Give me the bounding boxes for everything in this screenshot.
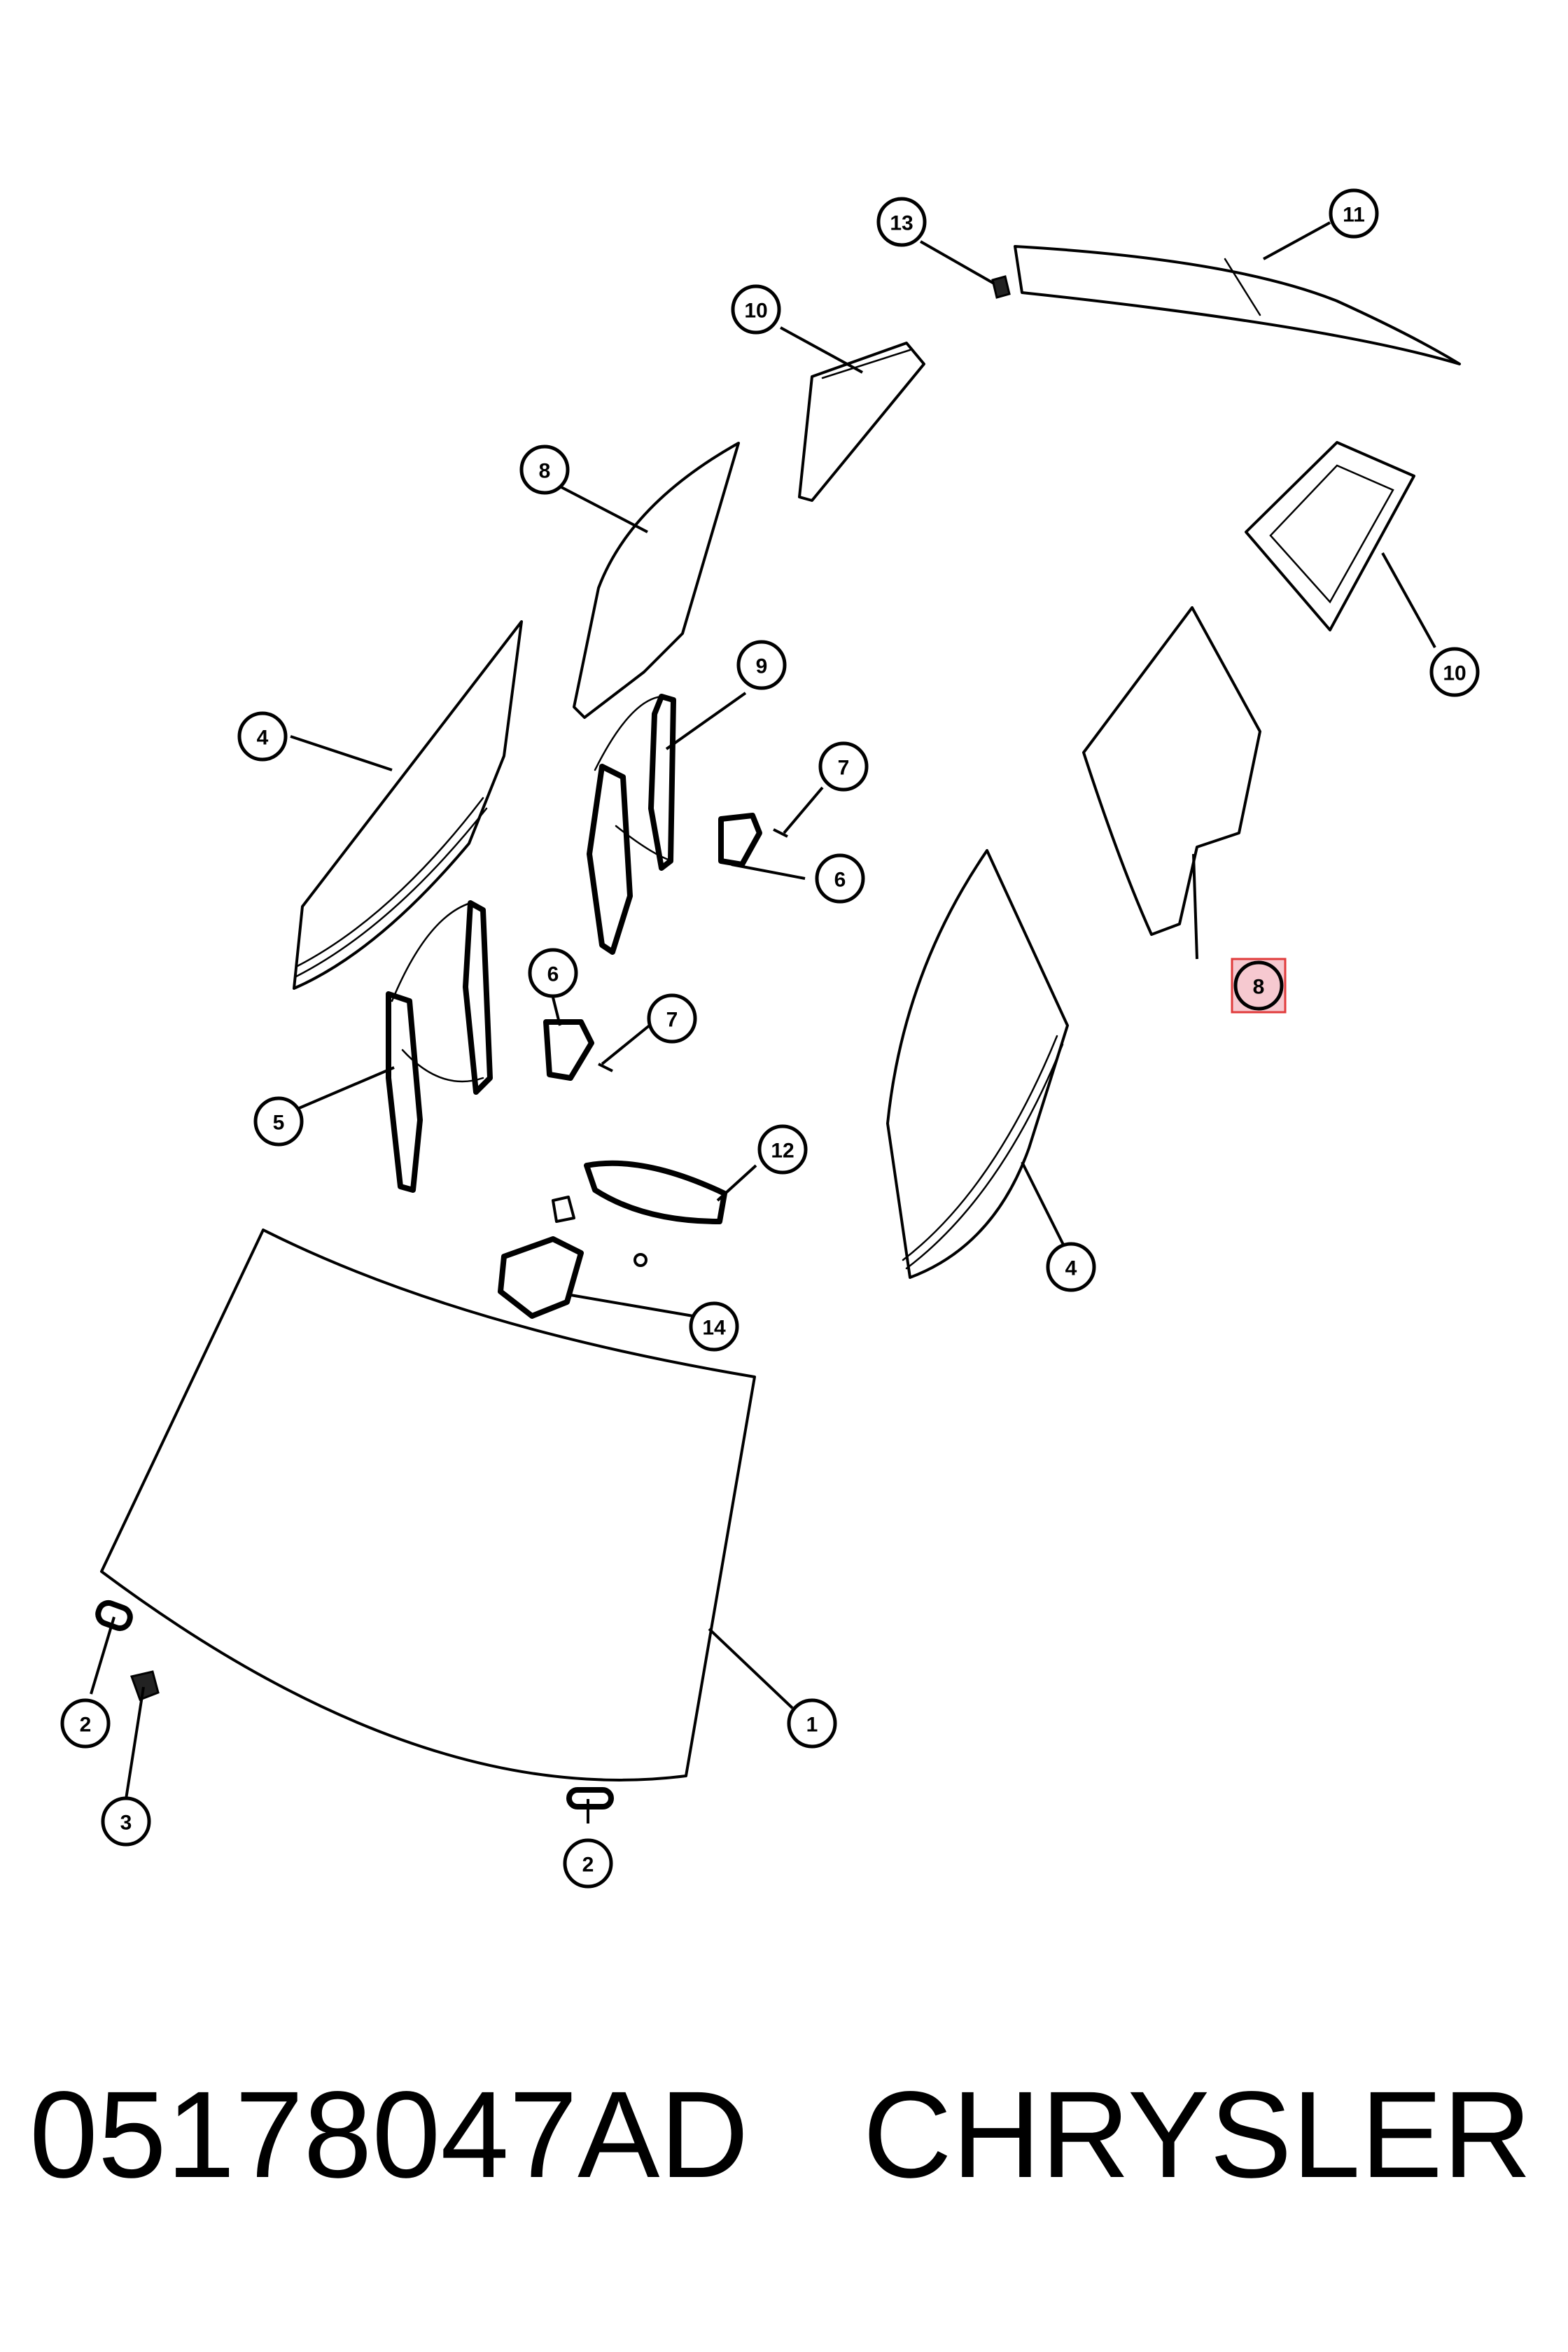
callout-circle [757, 1124, 808, 1175]
callout-label: 8 [539, 460, 551, 483]
callout-2: 2 [60, 1698, 111, 1749]
callout-6: 6 [528, 948, 578, 998]
callout-label: 5 [273, 1112, 285, 1135]
callout-circle [519, 444, 570, 495]
callout-label: 7 [666, 1009, 678, 1032]
callout-6: 6 [815, 853, 865, 904]
callout-circle [647, 993, 697, 1044]
callout-label: 3 [120, 1812, 132, 1835]
callout-circle [528, 948, 578, 998]
screw-lower [598, 1063, 613, 1072]
callout-label: 1 [806, 1714, 818, 1737]
callout-10: 10 [1429, 647, 1480, 697]
callout-circle [1329, 188, 1379, 239]
windshield-block-bottom [566, 1787, 614, 1809]
quarter-glass-left [573, 442, 740, 719]
callout-label: 7 [838, 757, 850, 780]
vent-glass-left [798, 342, 925, 502]
callout-circle [237, 711, 288, 762]
callout-label: 10 [1443, 662, 1466, 685]
windshield-clip [130, 1670, 160, 1701]
callout-label: 9 [756, 655, 768, 678]
callout-circle [689, 1301, 739, 1352]
callout-12: 12 [757, 1124, 808, 1175]
callout-label: 2 [582, 1854, 594, 1877]
windshield [100, 1228, 756, 1782]
rear-glass-clip [991, 275, 1011, 299]
callout-13: 13 [876, 197, 927, 247]
callout-label: 6 [834, 869, 846, 892]
callout-label: 8 [1253, 976, 1265, 999]
callout-label: 10 [744, 300, 767, 323]
callout-8: 8 [1233, 960, 1284, 1011]
callout-label: 14 [702, 1317, 726, 1340]
callout-3: 3 [101, 1796, 151, 1847]
callout-circle [1046, 1242, 1096, 1292]
callout-circle [818, 741, 869, 792]
callout-circle [101, 1796, 151, 1847]
callout-14: 14 [689, 1301, 739, 1352]
callout-9: 9 [736, 640, 787, 690]
callout-5: 5 [253, 1096, 304, 1147]
callout-7: 7 [818, 741, 869, 792]
quarter-glass-right [1082, 606, 1261, 936]
callout-1: 1 [787, 1698, 837, 1749]
callout-circle [815, 853, 865, 904]
mirror-bracket [498, 1236, 584, 1319]
windshield-block-left [95, 1600, 133, 1632]
callout-label: 4 [257, 727, 269, 750]
callout-label: 2 [80, 1714, 92, 1737]
callout-7: 7 [647, 993, 697, 1044]
regulator-motor-upper [718, 813, 762, 867]
leader-lines [90, 221, 1436, 1823]
callout-circle [563, 1838, 613, 1889]
callout-label: 4 [1065, 1257, 1077, 1280]
callout-circle [1429, 647, 1480, 697]
vent-glass-right [1245, 441, 1415, 631]
callout-4: 4 [237, 711, 288, 762]
part-number: 05178047AD [29, 2066, 749, 2204]
callout-label: 11 [1343, 204, 1365, 227]
screw-upper [773, 828, 788, 838]
callout-circle [736, 640, 787, 690]
callout-circle [876, 197, 927, 247]
callout-circle [731, 284, 781, 335]
callout-label: 12 [771, 1140, 794, 1163]
rear-glass [1014, 245, 1461, 365]
callout-4: 4 [1046, 1242, 1096, 1292]
regulator-motor-lower [543, 1019, 594, 1081]
callout-label: 6 [547, 963, 559, 986]
door-glass-right [886, 849, 1069, 1279]
callout-8: 8 [519, 444, 570, 495]
callout-10: 10 [731, 284, 781, 335]
rearview-mirror [584, 1160, 727, 1224]
callout-circle [1233, 960, 1284, 1011]
callout-circle [60, 1698, 111, 1749]
window-regulator-lower [463, 900, 493, 1095]
window-regulator-upper [648, 694, 676, 871]
callout-circle [253, 1096, 304, 1147]
callout-circle [787, 1698, 837, 1749]
brand-name: CHRYSLER [862, 2066, 1532, 2204]
callout-11: 11 [1329, 188, 1379, 239]
callout-label: 13 [890, 212, 913, 235]
callout-2: 2 [563, 1838, 613, 1889]
door-glass-left [293, 620, 523, 990]
